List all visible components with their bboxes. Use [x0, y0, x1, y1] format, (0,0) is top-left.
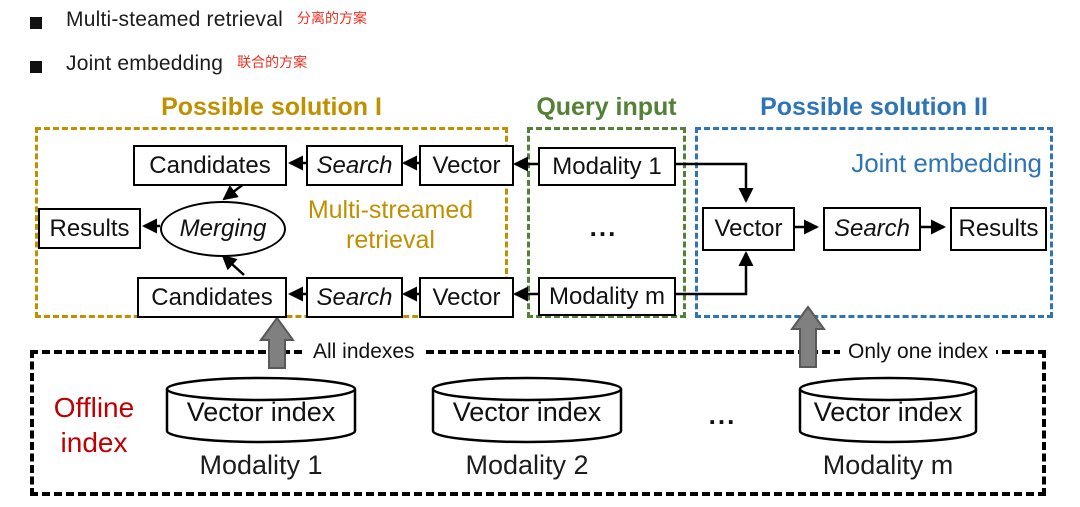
- bullet-1-annotation: 分离的方案: [297, 10, 367, 26]
- modality-1-caption: Modality 1: [199, 450, 323, 480]
- search-top-node: Search: [306, 145, 403, 186]
- results-node-solution1: Results: [38, 208, 141, 249]
- bullet-square-icon: [30, 61, 42, 73]
- all-indexes-arrow-icon: [259, 316, 295, 369]
- search-bottom-node: Search: [306, 277, 403, 318]
- only-one-index-label: Only one index: [840, 340, 997, 364]
- query-input-title: Query input: [536, 93, 677, 121]
- joint-embedding-label: Joint embedding: [851, 148, 1042, 178]
- bullet-2-annotation: 联合的方案: [237, 54, 308, 70]
- offline-label-line1: Offline: [53, 392, 135, 423]
- candidates-bottom-node: Candidates: [137, 277, 287, 318]
- arrow-candidates-bottom-to-merging: [221, 254, 245, 276]
- multi-streamed-line1: Multi-streamed: [307, 196, 474, 224]
- cylinder-3-body: [798, 389, 978, 444]
- offline-ellipsis: ...: [708, 400, 737, 430]
- joint-results-node: Results: [950, 207, 1047, 251]
- index-upload-arrows: [259, 305, 826, 369]
- modality-2-caption: Modality 2: [465, 450, 589, 480]
- modality-m-node: Modality m: [538, 277, 676, 316]
- bullet-item-2: Joint embedding 联合的方案: [66, 52, 307, 76]
- query-ellipsis: ...: [589, 212, 618, 242]
- modality-1-node: Modality 1: [538, 147, 676, 186]
- query-input-region: [527, 127, 686, 318]
- joint-search-node: Search: [823, 207, 921, 251]
- cylinder-3-top: [798, 376, 978, 402]
- bullet-1-label: Multi-steamed retrieval: [66, 8, 283, 31]
- arrow-modality1-to-joint-vector: [672, 162, 754, 204]
- vector-index-cylinders: [165, 376, 978, 444]
- vector-top-node: Vector: [419, 145, 514, 186]
- modality-m-caption: Modality m: [822, 450, 954, 480]
- vector-index-3-label: Vector index: [813, 397, 963, 427]
- cylinder-1-body: [165, 389, 357, 444]
- solution2-title: Possible solution II: [760, 93, 988, 121]
- cylinder-2-body: [431, 389, 623, 444]
- joint-vector-node: Vector: [702, 207, 795, 251]
- only-one-index-arrow-icon: [790, 305, 826, 368]
- vector-bottom-node: Vector: [419, 277, 514, 318]
- cylinder-2-top: [431, 376, 623, 402]
- vector-index-1-label: Vector index: [186, 397, 336, 427]
- bullet-2-label: Joint embedding: [66, 52, 224, 75]
- offline-index-label: Offline index: [38, 390, 150, 460]
- vector-index-2-label: Vector index: [452, 397, 602, 427]
- offline-index-region: [30, 350, 1046, 496]
- multi-streamed-retrieval-label: Multi-streamed retrieval: [288, 195, 493, 255]
- solution2-region: [695, 127, 1053, 318]
- bullet-item-1: Multi-steamed retrieval 分离的方案: [66, 8, 367, 32]
- merging-ellipse-node: Merging: [160, 201, 286, 257]
- candidates-top-node: Candidates: [133, 145, 287, 186]
- cylinder-1-top: [165, 376, 357, 402]
- arrow-modalitym-to-joint-vector: [672, 250, 754, 296]
- multi-streamed-line2: retrieval: [346, 226, 435, 254]
- offline-label-line2: index: [60, 427, 128, 458]
- all-indexes-label: All indexes: [305, 340, 423, 364]
- bullet-square-icon: [30, 17, 42, 29]
- solution1-title: Possible solution I: [161, 93, 382, 121]
